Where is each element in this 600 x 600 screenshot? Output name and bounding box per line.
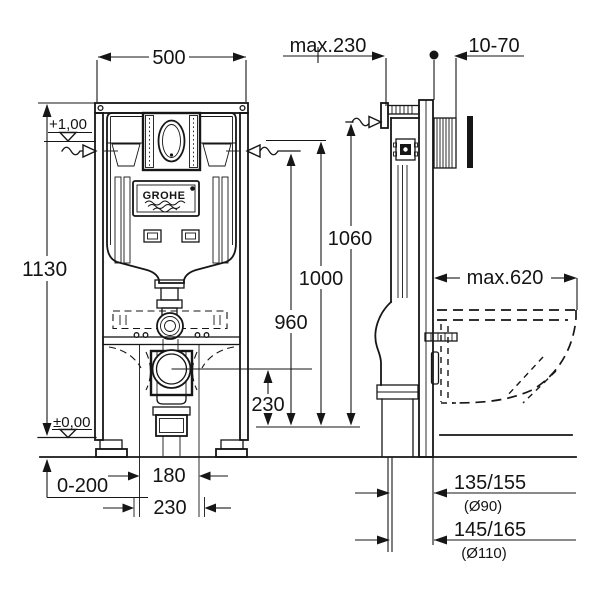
dim-outlet-height: 230 — [251, 370, 285, 426]
toilet-bowl-outline — [437, 309, 577, 436]
dim-bowl-depth-label: max.620 — [467, 267, 544, 289]
cistern-tank — [106, 112, 237, 284]
grohe-logo: GROHE — [132, 180, 200, 217]
dim-bottom-spacings: 180 230 — [103, 465, 231, 519]
dim-bowl-depth: max.620 — [434, 267, 578, 310]
dim-outlet-height-label: 230 — [251, 394, 284, 416]
dim-front-width-label: 500 — [152, 47, 185, 69]
dim-wall-thickness: 10-70 — [454, 35, 524, 118]
dim-drain110-label: 145/165 — [454, 519, 526, 541]
dim-height-1000: 1000 — [266, 139, 344, 426]
dim-height-1060-label: 1060 — [328, 228, 373, 250]
support-feet — [95, 439, 248, 458]
level-zero-label: ±0,00 — [53, 414, 90, 431]
side-rail-and-wall — [418, 99, 473, 458]
water-inlet-arrow-side-icon — [345, 115, 383, 129]
wall-reference-dot-icon — [429, 50, 439, 100]
wall-section-hatch — [433, 117, 457, 169]
height-dimensions: 230 960 1000 1060 — [251, 123, 373, 428]
water-inlet-arrow-left-icon — [61, 143, 118, 159]
water-surface-left — [111, 143, 141, 167]
dim-depth-max-label: max.230 — [290, 35, 367, 57]
dim-floor-buildup: 0-200 — [42, 459, 148, 499]
level-top-label: +1,00 — [49, 116, 87, 133]
level-marker-top: +1,00 — [44, 116, 96, 143]
wall-finish-bar — [467, 116, 473, 168]
floor-levels: ±0,00 — [37, 414, 577, 458]
level-datum-icon — [58, 428, 78, 439]
flush-pipe — [154, 279, 185, 316]
dim-floor-buildup-label: 0-200 — [57, 475, 108, 497]
connection-sleeve — [430, 351, 440, 385]
brand-label: GROHE — [143, 190, 186, 202]
dim-drain90-diameter-label: (Ø90) — [464, 498, 502, 515]
lower-crossbar — [102, 332, 241, 391]
dim-drain90-label: 135/155 — [454, 472, 526, 494]
dim-spacing-inner-label: 180 — [152, 465, 185, 487]
dim-frame-height: 1130 — [22, 102, 95, 436]
dim-height-1060: 1060 — [328, 123, 373, 426]
dim-depth-max: max.230 — [283, 35, 387, 106]
water-inlet-arrow-right-icon — [226, 143, 301, 159]
dim-height-960: 960 — [274, 153, 308, 426]
angle-valve — [395, 138, 416, 161]
flush-pipe-flange — [156, 312, 184, 351]
mounting-frame — [94, 102, 249, 441]
dim-drain110-diameter-label: (Ø110) — [461, 545, 507, 562]
dim-height-1000-label: 1000 — [299, 268, 344, 290]
hanger-bolt — [424, 332, 458, 385]
flush-actuator — [141, 111, 202, 172]
dim-spacing-outer-label: 230 — [153, 497, 186, 519]
dim-frame-height-label: 1130 — [22, 258, 67, 281]
outlet-assembly — [139, 344, 312, 517]
level-datum-icon — [58, 131, 78, 143]
registered-mark-icon — [190, 186, 195, 191]
water-surface-right — [202, 143, 232, 167]
side-cistern-profile — [374, 102, 420, 457]
logo-wave-icon — [144, 200, 186, 206]
dim-front-width: 500 — [96, 47, 247, 102]
drain-dimensions: 135/155 (Ø90) 145/165 (Ø110) — [355, 457, 576, 562]
side-view: max.230 10-70 — [283, 35, 578, 562]
dim-height-960-label: 960 — [274, 312, 307, 334]
front-view: 500 1130 +1,00 — [22, 47, 577, 519]
dim-wall-thickness-label: 10-70 — [468, 35, 519, 57]
